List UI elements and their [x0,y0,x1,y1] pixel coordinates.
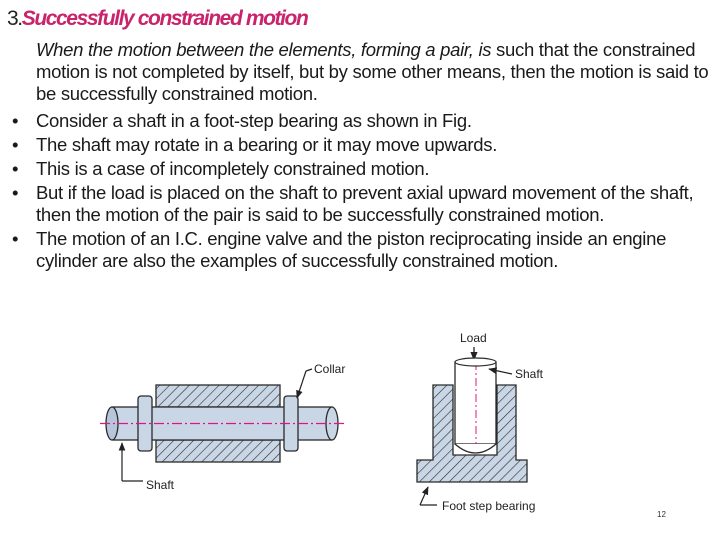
bearing-housing [416,384,528,483]
collar-leader-arrow [296,370,307,399]
left-shaft-label: Shaft [146,478,175,492]
bullet-marker: • [12,134,19,155]
section-heading: Successfully constrained motion [21,7,309,30]
bearing-upper-block [155,384,281,408]
bearing-leader-arrow [419,486,429,506]
bullet-text: But if the load is placed on the shaft t… [36,182,694,225]
shaft-with-collars-figure: Collar Shaft [100,362,345,492]
bullet-list: • Consider a shaft in a foot-step bearing… [12,110,712,274]
bullet-item: • This is a case of incompletely constrai… [12,158,712,180]
bullet-marker: • [12,228,19,249]
vertical-shaft [454,357,497,454]
foot-step-bearing-figure: Load Shaft Foot step bearing [416,331,544,513]
bullet-item: • Consider a shaft in a foot-step bearing… [12,110,712,132]
bullet-text: The shaft may rotate in a bearing or it … [36,134,498,155]
bullet-text: Consider a shaft in a foot-step bearing … [36,110,472,131]
bullet-text: This is a case of incompletely constrain… [36,158,430,179]
bullet-item: • But if the load is placed on the shaft … [12,182,712,226]
right-shaft-label: Shaft [515,367,544,381]
load-label: Load [460,331,487,345]
bearing-lower-block [155,439,281,463]
page-number: 12 [657,510,666,519]
slide-title: 3.Successfully constrained motion [7,7,309,31]
bullet-item: • The shaft may rotate in a bearing or it… [12,134,712,156]
intro-paragraph: When the motion between the elements, fo… [36,39,712,105]
collar-label: Collar [314,362,345,376]
bullet-text: The motion of an I.C. engine valve and t… [36,228,667,271]
intro-text: such that the constrained motion is not … [36,39,709,104]
foot-step-bearing-label: Foot step bearing [442,499,535,513]
bullet-marker: • [12,182,19,203]
bullet-marker: • [12,158,19,179]
section-number: 3. [7,7,23,30]
bullet-marker: • [12,110,19,131]
shaft-right-leader-arrow [488,367,513,375]
bullet-item: • The motion of an I.C. engine valve and … [12,228,712,272]
collar-leader-tail [305,368,313,372]
intro-italic-text: When the motion between the elements, fo… [36,39,492,60]
